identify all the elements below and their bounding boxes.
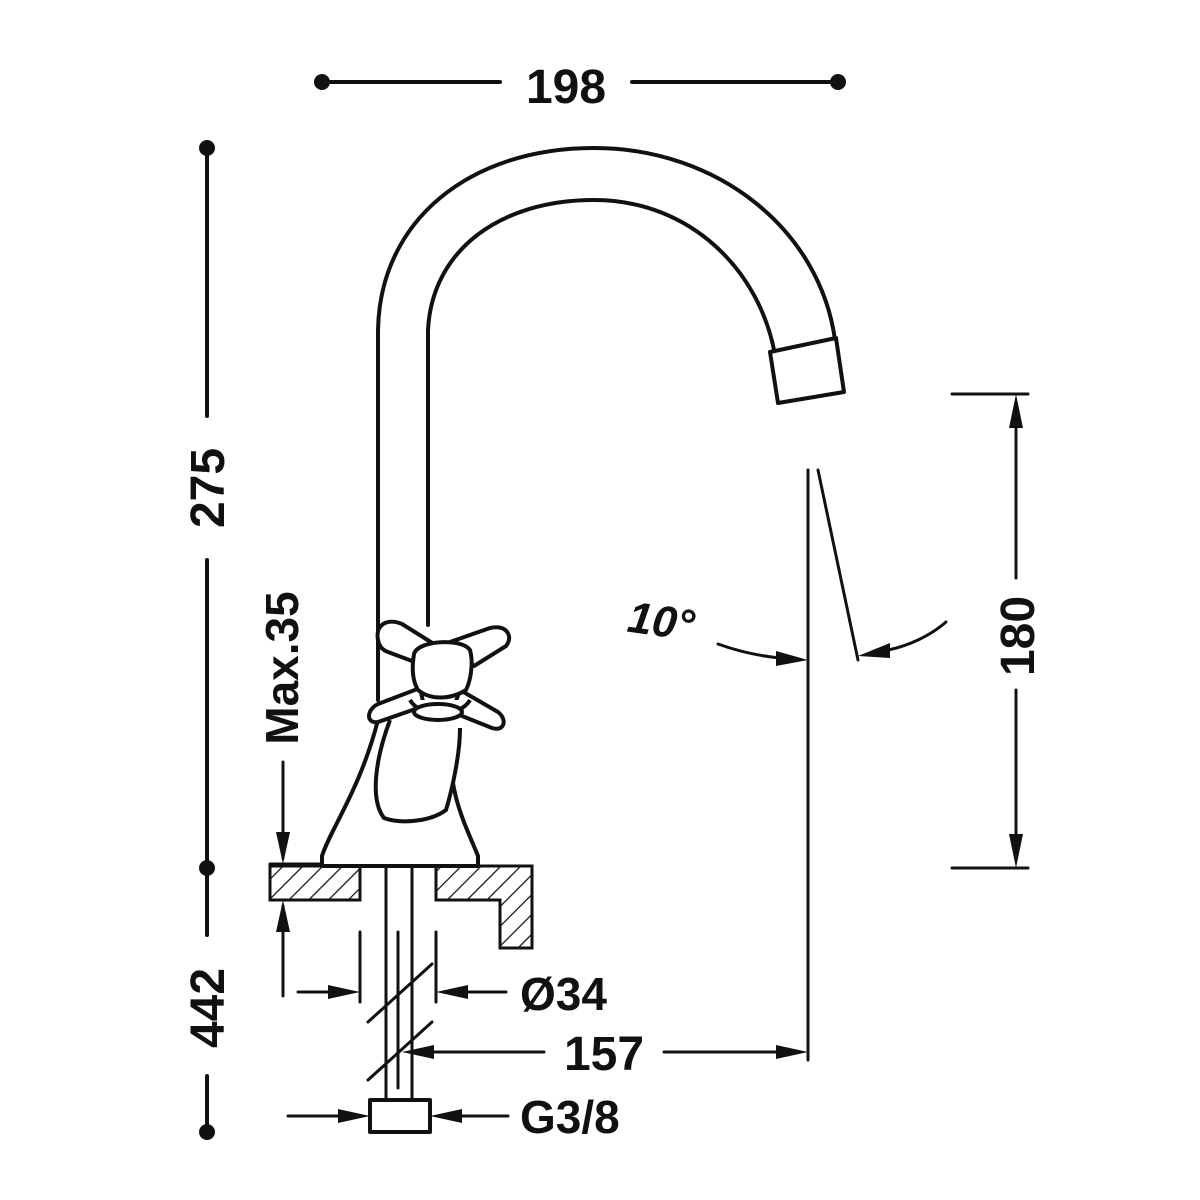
- dimension-below-442: 442: [182, 866, 235, 1140]
- faucet-body: [320, 619, 512, 868]
- dimension-max-35: Max.35: [256, 591, 362, 998]
- connection-label: G3/8: [520, 1091, 620, 1143]
- dimension-connection-g38: G3/8: [286, 1091, 620, 1143]
- angle-indicator: 10°: [625, 468, 948, 1062]
- height-label: 275: [182, 448, 235, 528]
- below-deck-label: 442: [182, 968, 235, 1048]
- dimension-spout-height-180: 180: [950, 392, 1045, 870]
- projection-label: 157: [564, 1028, 644, 1081]
- dimension-width-198: 198: [314, 61, 846, 114]
- supply-pipes: [358, 866, 438, 1134]
- countertop-section: [268, 864, 534, 950]
- dimension-height-275: 275: [182, 140, 235, 876]
- dimension-diameter-34: Ø34: [296, 968, 607, 1020]
- diameter-label: Ø34: [520, 968, 607, 1020]
- width-label: 198: [526, 61, 606, 114]
- dimension-projection-157: 157: [402, 1028, 808, 1081]
- spout-height-label: 180: [992, 596, 1045, 676]
- angle-label: 10°: [625, 593, 698, 651]
- spout: [376, 146, 846, 702]
- max-deck-label: Max.35: [256, 591, 308, 744]
